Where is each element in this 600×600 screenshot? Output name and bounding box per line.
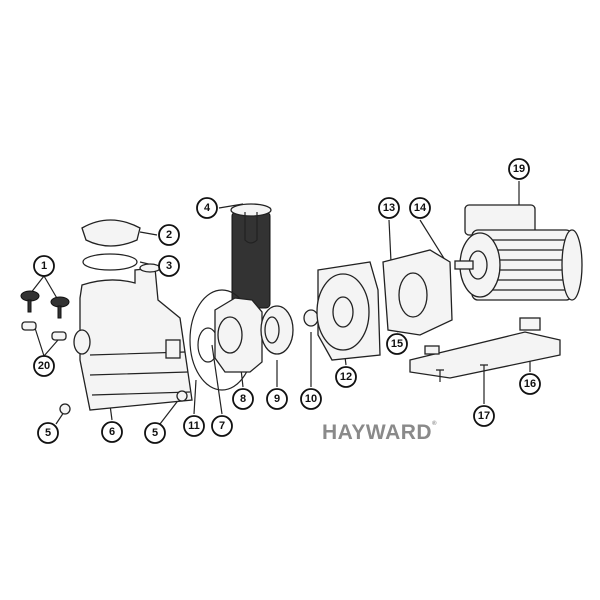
callout-8: 8 xyxy=(232,388,254,410)
strainer-basket xyxy=(230,203,272,309)
brand-name: HAYWARD xyxy=(322,421,433,444)
motor xyxy=(454,204,583,301)
svg-text:4: 4 xyxy=(204,202,211,214)
svg-text:16: 16 xyxy=(524,378,536,390)
svg-text:11: 11 xyxy=(188,420,200,432)
svg-text:9: 9 xyxy=(274,393,280,405)
callout-15: 15 xyxy=(386,333,408,355)
svg-text:10: 10 xyxy=(305,393,317,405)
callout-9: 9 xyxy=(266,388,288,410)
svg-text:5: 5 xyxy=(45,427,51,439)
svg-text:1: 1 xyxy=(41,260,47,272)
callout-14: 14 xyxy=(409,197,431,219)
shaft-seal xyxy=(303,309,319,327)
callout-6: 6 xyxy=(101,421,123,443)
svg-text:5: 5 xyxy=(152,427,158,439)
callout-19: 19 xyxy=(508,158,530,180)
callout-4: 4 xyxy=(196,197,218,219)
callout-2: 2 xyxy=(158,224,180,246)
cover-o-ring xyxy=(82,253,138,271)
motor-adapter xyxy=(382,249,453,336)
callout-16: 16 xyxy=(519,373,541,395)
base-screw xyxy=(480,364,488,385)
callout-17: 17 xyxy=(473,405,495,427)
base-screw-2 xyxy=(436,369,444,382)
callout-10: 10 xyxy=(300,388,322,410)
callout-5-left: 5 xyxy=(37,422,59,444)
svg-text:6: 6 xyxy=(109,426,115,438)
callout-12: 12 xyxy=(335,366,357,388)
registered-mark: ® xyxy=(432,421,437,427)
strainer-cover xyxy=(81,219,141,247)
callout-11: 11 xyxy=(183,415,205,437)
svg-text:8: 8 xyxy=(240,393,246,405)
motor-base xyxy=(409,317,561,379)
svg-text:13: 13 xyxy=(383,202,395,214)
svg-text:19: 19 xyxy=(513,163,525,175)
drain-plug-knobs xyxy=(20,290,70,319)
plug-inserts xyxy=(21,321,67,341)
callout-20: 20 xyxy=(33,355,55,377)
hayward-logo: HAYWARD® xyxy=(322,421,437,445)
svg-text:2: 2 xyxy=(166,229,172,241)
svg-text:20: 20 xyxy=(38,360,50,372)
svg-text:12: 12 xyxy=(340,371,352,383)
svg-text:17: 17 xyxy=(478,410,490,422)
drain-plug-right xyxy=(176,390,188,402)
callout-1: 1 xyxy=(33,255,55,277)
diffuser xyxy=(214,297,263,373)
seal-plate xyxy=(316,261,381,361)
impeller xyxy=(260,305,294,355)
svg-text:7: 7 xyxy=(219,420,225,432)
callout-7: 7 xyxy=(211,415,233,437)
callout-3: 3 xyxy=(158,255,180,277)
svg-text:3: 3 xyxy=(166,260,172,272)
svg-text:15: 15 xyxy=(391,338,403,350)
pump-housing xyxy=(73,263,193,411)
callout-13: 13 xyxy=(378,197,400,219)
callout-5-right: 5 xyxy=(144,422,166,444)
svg-text:14: 14 xyxy=(414,202,427,214)
drain-plug-left xyxy=(59,403,71,415)
